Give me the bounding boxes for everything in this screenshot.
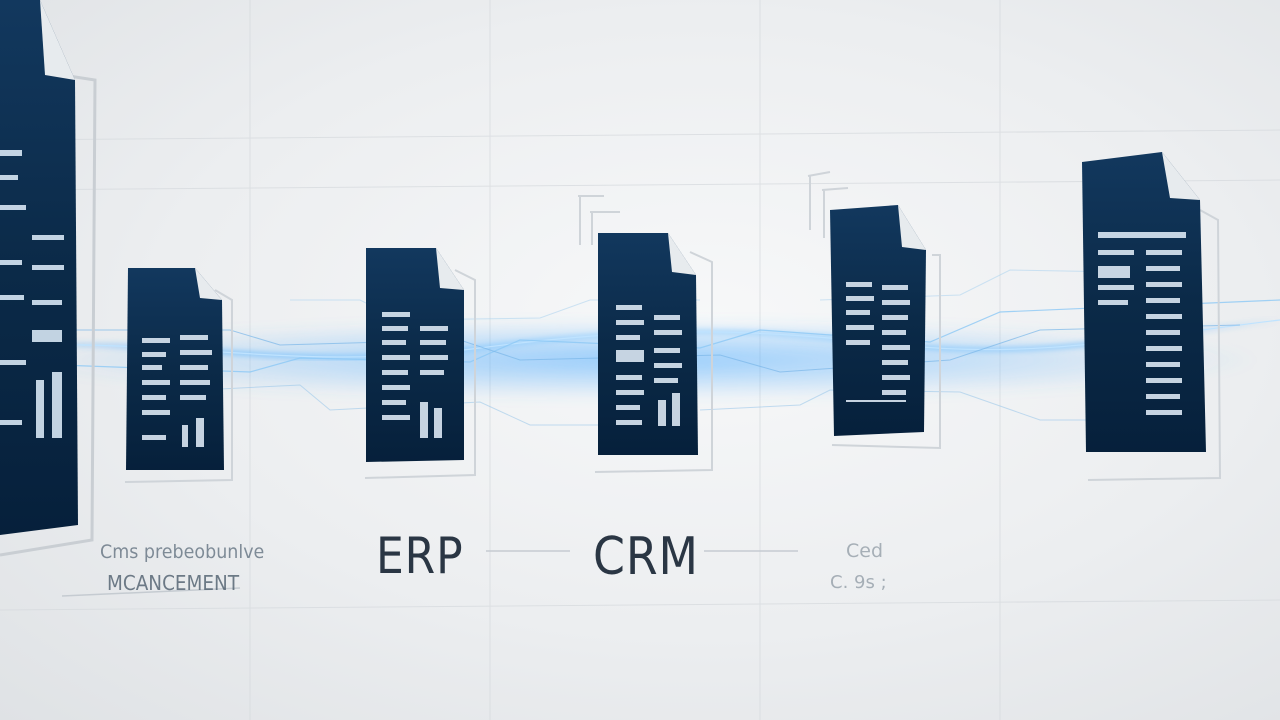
document-icon xyxy=(364,248,476,479)
document-icon xyxy=(1082,152,1222,481)
label-crm: CRM xyxy=(593,527,699,587)
label-document-management-line1: Cms prebeobunlve xyxy=(100,541,265,563)
label-connectors xyxy=(61,550,798,597)
document-icon xyxy=(807,171,941,450)
label-erp: ERP xyxy=(376,527,464,585)
label-right-line2: C. 9s ; xyxy=(830,572,887,593)
document-icon xyxy=(0,0,97,557)
label-right-line1: Ced xyxy=(846,540,884,562)
document-icon xyxy=(578,195,713,473)
document-icon xyxy=(124,268,233,483)
label-document-management-line2: MCANCEMENT xyxy=(107,571,240,595)
